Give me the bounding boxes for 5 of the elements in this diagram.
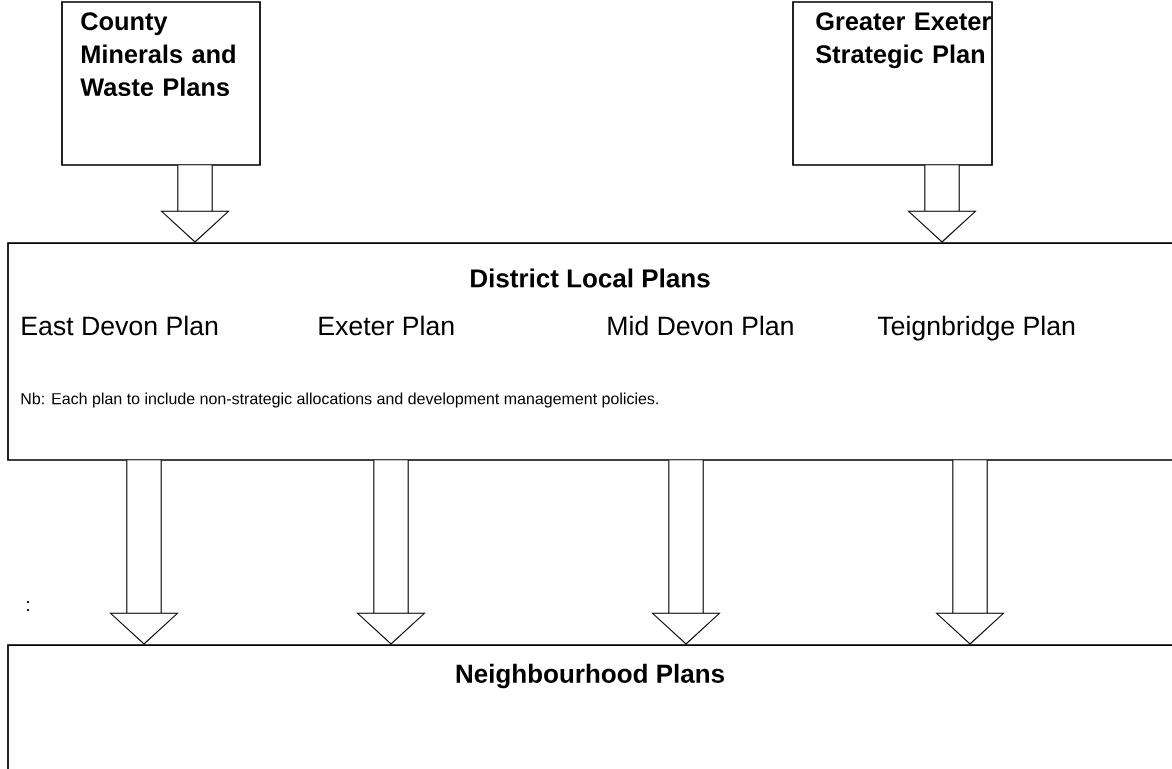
note-text: : — [27, 601, 29, 611]
plan-box: Neighbourhood Plans — [7, 644, 1172, 769]
plan-box: District Local Plans East Devon Plan Exeter Plan Mid Devon Plan Teignbridge Plan Nb: Each plan to include non-strategic allocations and development management policies. — [7, 242, 1172, 461]
plan-box: County Minerals and Waste Plans — [61, 1, 261, 166]
plan-box: Greater Exeter Strategic Plan — [792, 1, 993, 166]
